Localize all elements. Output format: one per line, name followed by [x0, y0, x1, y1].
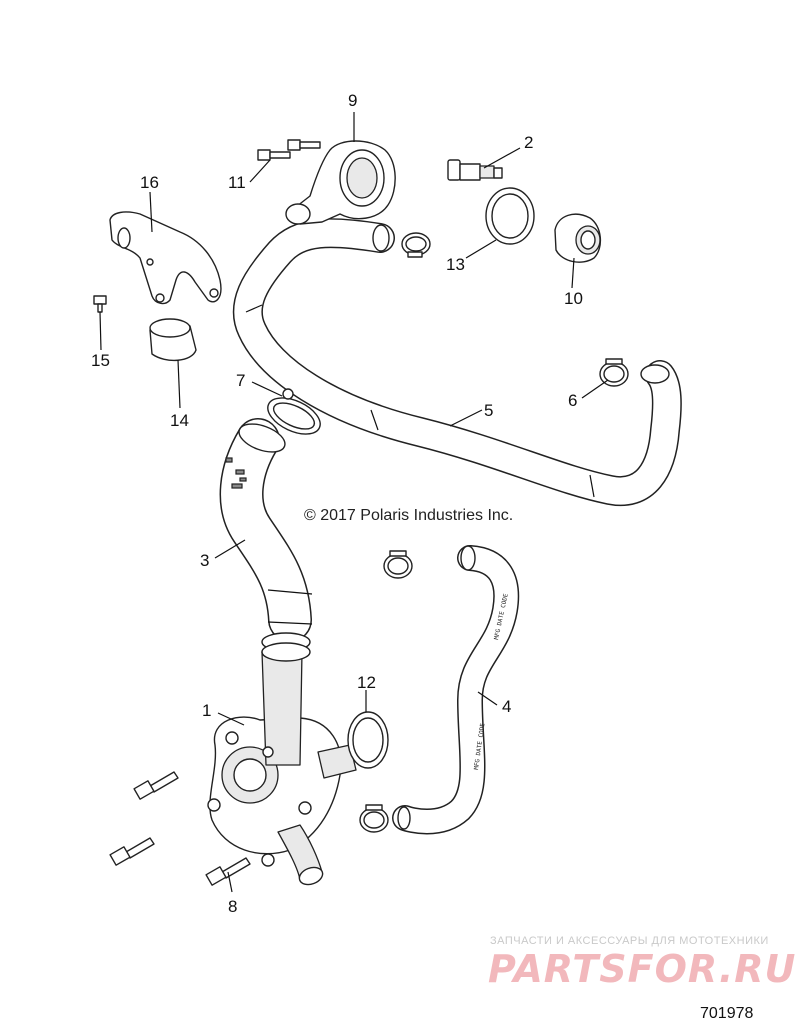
- callout-14: 14: [170, 411, 189, 430]
- callout-9: 9: [348, 91, 357, 110]
- part-1-water-pump: [207, 643, 357, 886]
- callout-1: 1: [202, 701, 211, 720]
- callout-7: 7: [236, 371, 245, 390]
- watermark-tagline: ЗАПЧАСТИ И АКСЕССУАРЫ ДЛЯ МОТОТЕХНИКИ: [490, 935, 769, 947]
- callout-2: 2: [524, 133, 533, 152]
- part-4-bypass-hose: MFG DATE CODE MFG DATE CODE: [392, 545, 520, 835]
- hose-3-print: [225, 457, 247, 489]
- callout-3: 3: [200, 551, 209, 570]
- bolt: [133, 771, 179, 800]
- callout-13: 13: [446, 255, 465, 274]
- part-9-thermostat-housing: [285, 140, 396, 225]
- callout-5: 5: [484, 401, 493, 420]
- hose-4-lower-clamp: [359, 804, 389, 833]
- part-7-clamp: [267, 388, 321, 435]
- part-8-bolts: [109, 771, 251, 886]
- bolt: [287, 139, 321, 151]
- callout-labels: 1 2 3 4 5 6 7 8 9 10 11 12 13 14 15 16: [91, 91, 583, 916]
- callout-10: 10: [564, 289, 583, 308]
- bolt: [205, 857, 251, 886]
- callout-6: 6: [568, 391, 577, 410]
- bolt: [257, 149, 291, 161]
- part-6-clamp: [599, 358, 629, 387]
- part-14-grommet: [149, 318, 197, 361]
- pump-hose-clamp: [261, 632, 311, 662]
- part-16-bracket: [109, 211, 222, 305]
- callout-12: 12: [357, 673, 376, 692]
- callout-leaders: [99, 112, 609, 893]
- part-12-o-ring: [347, 711, 389, 769]
- part-13-o-ring: [485, 187, 535, 245]
- callout-8: 8: [228, 897, 237, 916]
- bolt: [109, 837, 155, 866]
- illustration-reference-number: 701978: [700, 1005, 753, 1022]
- copyright-notice: © 2017 Polaris Industries Inc.: [304, 507, 513, 524]
- part-5-upper-hose: [232, 218, 682, 507]
- part-3-lower-hose: [219, 418, 313, 642]
- part-11-bolts: [257, 139, 321, 161]
- part-15-screw: [93, 295, 107, 313]
- watermark: ЗАПЧАСТИ И АКСЕССУАРЫ ДЛЯ МОТОТЕХНИКИ PA…: [488, 935, 796, 991]
- watermark-brand-logo: PARTSFOR.RU: [488, 947, 796, 991]
- callout-16: 16: [140, 173, 159, 192]
- callout-11: 11: [228, 173, 246, 192]
- part-10-thermostat: [554, 213, 601, 263]
- part-2-temperature-sensor: [447, 159, 503, 181]
- callout-15: 15: [91, 351, 110, 370]
- hose-4-upper-clamp: [383, 550, 413, 579]
- callout-4: 4: [502, 697, 511, 716]
- hose-5-left-clamp: [401, 232, 431, 258]
